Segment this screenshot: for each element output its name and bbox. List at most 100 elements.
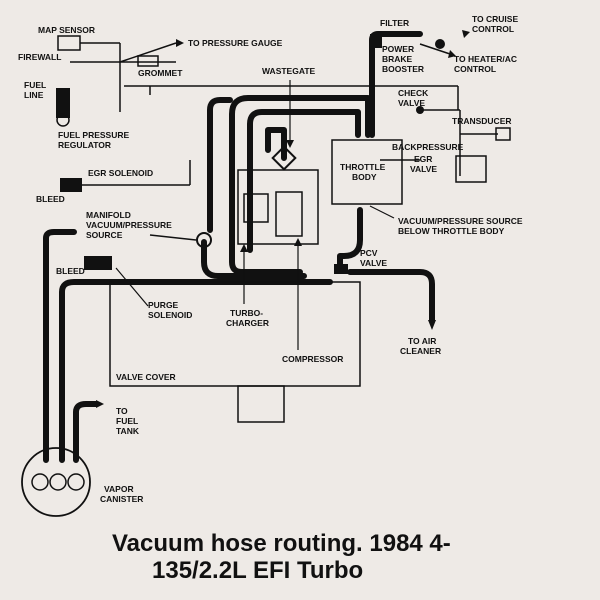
hose-air-cleaner — [347, 269, 435, 323]
arrow-heater — [448, 50, 456, 58]
label-transducer: TRANSDUCER — [452, 116, 512, 126]
valve-cover — [109, 281, 361, 387]
label-to-fuel-tank-2: FUEL — [116, 416, 138, 426]
pointer-compressor-head — [294, 238, 302, 246]
pressure-gauge-line — [119, 42, 177, 63]
label-air-cleaner-1: TO AIR — [408, 336, 436, 346]
pointer-turbocharger-head — [240, 244, 248, 252]
wastegate-actuator — [271, 145, 297, 171]
check-valve — [416, 106, 424, 114]
label-vps-below-1: VACUUM/PRESSURE SOURCE — [398, 216, 523, 226]
label-purge-2: SOLENOID — [148, 310, 192, 320]
heater-line — [419, 43, 451, 55]
egr-solenoid — [60, 178, 82, 192]
turbocharger — [237, 169, 319, 245]
canister-port-3 — [67, 473, 85, 491]
valve-cover-base — [237, 385, 285, 423]
label-manifold-1: MANIFOLD — [86, 210, 131, 220]
label-bleed-bottom: BLEED — [56, 266, 85, 276]
label-egr-solenoid: EGR SOLENOID — [88, 168, 153, 178]
arrows — [96, 30, 470, 408]
label-power-brake-2: BRAKE — [382, 54, 413, 64]
label-to-fuel-tank-1: TO — [116, 406, 128, 416]
turbocharger-core — [275, 191, 303, 237]
label-pcv-2: VALVE — [360, 258, 387, 268]
label-turbocharger-1: TURBO- — [230, 308, 263, 318]
fuel-line-fitting — [56, 113, 70, 127]
label-fuel-pressure-1: FUEL PRESSURE — [58, 130, 129, 140]
label-check-valve-1: CHECK — [398, 88, 429, 98]
vapor-canister — [21, 447, 91, 517]
label-turbocharger-2: CHARGER — [226, 318, 269, 328]
label-backpressure-2: EGR — [414, 154, 432, 164]
label-grommet: GROMMET — [138, 68, 183, 78]
label-firewall: FIREWALL — [18, 52, 61, 62]
label-vapor-1: VAPOR — [104, 484, 134, 494]
label-valve-cover: VALVE COVER — [116, 372, 176, 382]
label-purge-1: PURGE — [148, 300, 179, 310]
hose-source-to-turbo — [201, 239, 307, 279]
label-to-fuel-tank-3: TANK — [116, 426, 140, 436]
caption-line-2: 135/2.2L EFI Turbo — [152, 557, 364, 584]
label-to-heater-1: TO HEATER/AC — [454, 54, 517, 64]
canister-port-1 — [31, 473, 49, 491]
label-fuel-pressure-2: REGULATOR — [58, 140, 111, 150]
filter — [370, 34, 382, 48]
cruise-control-fitting — [435, 39, 445, 49]
purge-solenoid — [84, 256, 112, 270]
arrow-air-cleaner — [428, 320, 436, 330]
pcv-valve — [334, 264, 348, 274]
label-compressor: COMPRESSOR — [282, 354, 343, 364]
label-backpressure-3: VALVE — [410, 164, 437, 174]
pointer-purge — [115, 267, 149, 307]
hose-throttle-loop-outer — [229, 95, 371, 275]
grommet — [137, 55, 159, 67]
vacuum-hoses — [43, 31, 435, 463]
label-vapor-2: CANISTER — [100, 494, 143, 504]
label-fuel-line-2: LINE — [24, 90, 44, 100]
turbocharger-wastegate-block — [243, 193, 269, 223]
label-throttle-2: BODY — [352, 172, 377, 182]
label-map-sensor: MAP SENSOR — [38, 25, 95, 35]
hose-fuel-tank — [73, 401, 99, 463]
label-check-valve-2: VALVE — [398, 98, 425, 108]
label-manifold-3: SOURCE — [86, 230, 123, 240]
hose-canister-left — [43, 229, 77, 463]
hose-wastegate — [265, 127, 287, 161]
arrow-fuel-tank — [96, 400, 104, 408]
label-manifold-2: VACUUM/PRESSURE — [86, 220, 172, 230]
label-power-brake-1: POWER — [382, 44, 414, 54]
fuel-pressure-regulator — [56, 88, 70, 118]
label-pcv-1: PCV — [360, 248, 378, 258]
label-vps-below-2: BELOW THROTTLE BODY — [398, 226, 505, 236]
throttle-body — [331, 139, 403, 205]
canister-port-2 — [49, 473, 67, 491]
labels: MAP SENSOR FIREWALL GROMMET TO PRESSURE … — [18, 14, 523, 504]
backpressure-egr-valve — [455, 155, 487, 183]
hose-throttle-loop-inner — [247, 109, 361, 253]
pointer-wastegate-head — [286, 140, 294, 148]
arrow-cruise — [462, 30, 470, 38]
label-filter: FILTER — [380, 18, 409, 28]
label-to-cruise-2: CONTROL — [472, 24, 514, 34]
transducer — [495, 127, 511, 141]
hose-manifold-source — [207, 97, 233, 233]
hose-pcv — [337, 207, 363, 271]
label-to-pressure-gauge: TO PRESSURE GAUGE — [188, 38, 283, 48]
manifold-source-fitting — [196, 232, 212, 248]
label-to-heater-2: CONTROL — [454, 64, 496, 74]
label-fuel-line-1: FUEL — [24, 80, 46, 90]
manifold-pointer — [149, 234, 197, 241]
label-bleed-top: BLEED — [36, 194, 65, 204]
label-throttle-1: THROTTLE — [340, 162, 386, 172]
label-backpressure-1: BACKPRESSURE — [392, 142, 464, 152]
map-sensor-box — [57, 35, 81, 51]
pointer-vps-below — [369, 205, 395, 219]
label-wastegate: WASTEGATE — [262, 66, 316, 76]
components — [21, 34, 511, 517]
caption-line-1: Vacuum hose routing. 1984 4- — [112, 530, 451, 557]
label-to-cruise-1: TO CRUISE — [472, 14, 518, 24]
arrow-pressure-gauge — [176, 39, 184, 47]
